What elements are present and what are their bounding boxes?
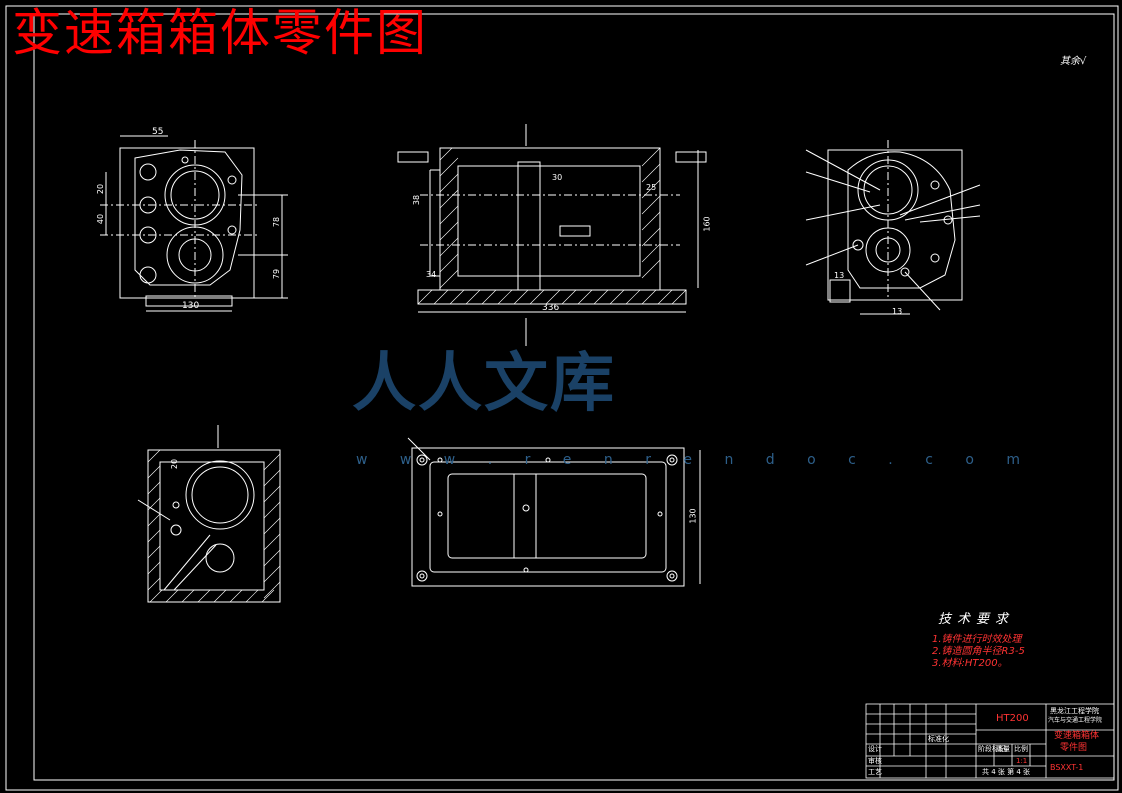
sheet-count: 共 4 张 第 4 张 xyxy=(982,768,1031,776)
dim-front-left-2: 40 xyxy=(96,213,106,225)
plan-view xyxy=(407,437,701,587)
material-label: HT200 xyxy=(996,713,1029,724)
school-name: 黑龙江工程学院 xyxy=(1050,707,1099,715)
dim-plan-height: 130 xyxy=(688,508,698,524)
hatch-bottom xyxy=(147,449,281,603)
watermark-logo: 人人文库 xyxy=(352,347,616,421)
roughness-note: 其余√ xyxy=(1060,52,1086,67)
checker-label: 审核 xyxy=(868,757,882,765)
dim-front-left-1: 20 xyxy=(96,183,106,195)
drawing-number: BSXXT-1 xyxy=(1050,763,1084,772)
dim-front-right-2: 79 xyxy=(272,268,282,280)
title-block xyxy=(865,703,1115,779)
scale-label: 比例 xyxy=(1014,745,1028,753)
dim-top-inner: 30 xyxy=(552,173,563,182)
side-view xyxy=(805,140,981,315)
stage-label: 阶段标记 xyxy=(978,745,1006,753)
dim-side-1: 13 xyxy=(834,271,845,280)
part-name: 变速箱箱体 xyxy=(1054,731,1100,741)
scale-value: 1:1 xyxy=(1016,757,1028,765)
dim-front-bottom: 130 xyxy=(182,301,200,311)
section-view xyxy=(397,124,707,346)
dim-front-right-1: 78 xyxy=(272,216,282,228)
dim-top-height: 160 xyxy=(702,216,712,232)
dim-side-2: 13 xyxy=(892,307,903,316)
dim-top-left-2: 34 xyxy=(426,270,437,279)
dim-section-1: 20 xyxy=(170,458,180,470)
tech-requirement-item: 3.材料:HT200。 xyxy=(932,658,1008,669)
roughness-icon: √ xyxy=(1080,56,1087,67)
front-view xyxy=(100,135,288,312)
tech-requirement-item: 2.铸造圆角半径R3-5 xyxy=(932,646,1025,657)
bottom-section-view xyxy=(137,425,281,603)
standard-label: 标准化 xyxy=(928,735,949,743)
dim-top-length: 336 xyxy=(542,303,560,313)
dim-front-top: 55 xyxy=(152,127,164,137)
outer-border xyxy=(5,5,1119,791)
weight-label: 重量 xyxy=(996,745,1010,753)
tech-requirements-title: 技术要求 xyxy=(938,612,1015,627)
tech-requirement-item: 1.铸件进行时效处理 xyxy=(932,634,1022,645)
inner-border xyxy=(33,13,1115,781)
tech-requirements-list: 1.铸件进行时效处理 2.铸造圆角半径R3-5 3.材料:HT200。 xyxy=(932,634,1025,670)
dim-top-right: 25 xyxy=(646,183,657,192)
roughness-label: 其余 xyxy=(1060,56,1080,67)
dim-top-left-1: 38 xyxy=(412,194,422,206)
part-name-2: 零件图 xyxy=(1060,743,1088,753)
drawing-title: 变速箱箱体零件图 xyxy=(12,4,428,62)
designer-label: 设计 xyxy=(868,745,882,753)
school-sub: 汽车与交通工程学院 xyxy=(1048,717,1103,724)
hatch-section xyxy=(417,147,687,305)
process-label: 工艺 xyxy=(868,768,882,776)
watermark-url: w w w . r e n r e n d o c . c o m xyxy=(356,452,1034,468)
